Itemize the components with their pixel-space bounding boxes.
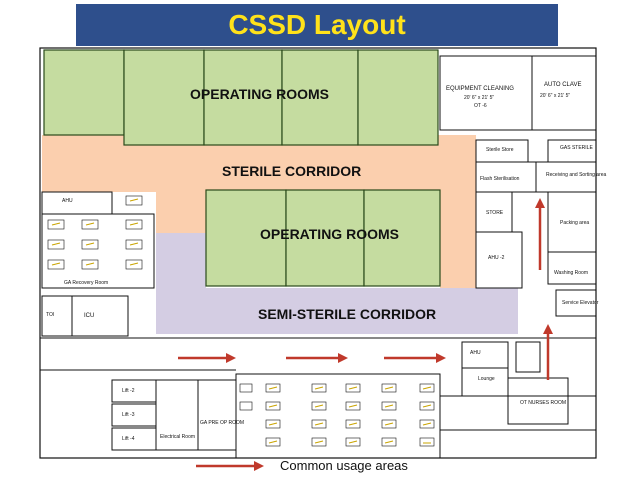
service-rooms <box>439 55 597 317</box>
ga-pre-op-box <box>197 379 237 451</box>
ot-nurses-box <box>507 377 569 425</box>
operating-room <box>285 189 365 287</box>
service-elevator-label: Service Elevator <box>562 300 599 306</box>
gas-sterile-label: GAS STERILE <box>560 145 593 151</box>
operating-room <box>43 49 125 136</box>
common-area-bed-marks <box>268 386 432 444</box>
ahu-2-label: AHU -2 <box>488 255 505 261</box>
equipment-cleaning-room <box>439 55 533 131</box>
autoclave-size: 20' 6" x 21' 5" <box>540 93 571 99</box>
electrical-room-label: Electrical Room <box>160 434 196 440</box>
lounge-box <box>461 367 509 397</box>
packing-area-label: Packing area <box>560 220 590 226</box>
flash-sterilisation-label: Flash Sterilisation <box>480 176 520 182</box>
washing-room-label: Washing Room <box>554 270 588 276</box>
operating-room <box>123 49 205 146</box>
page-title: CSSD Layout <box>228 9 406 40</box>
ot-nurses-label: OT NURSES ROOM <box>520 400 567 406</box>
equipment-cleaning-label: EQUIPMENT CLEANING <box>446 86 514 92</box>
ahu-2-room <box>475 231 523 289</box>
receiving-sorting-label: Receiving and Sorting area <box>546 172 607 178</box>
legend-common-usage-label: Common usage areas <box>280 458 408 473</box>
ga-pre-op-label: GA PRE OP ROOM <box>200 420 245 426</box>
sterile-corridor-label: STERILE CORRIDOR <box>222 163 362 179</box>
semi-sterile-corridor-label: SEMI-STERILE CORRIDOR <box>258 306 437 322</box>
lift-2-label: Lift -2 <box>122 388 135 394</box>
toi-label: TOI <box>46 312 55 318</box>
lift-4-label: Lift -4 <box>122 436 135 442</box>
equipment-cleaning-size: 20' 6" x 21' 5" <box>464 95 495 101</box>
ahu-left-room <box>41 191 113 215</box>
operating-room <box>363 189 441 287</box>
ga-recovery-room <box>41 213 155 289</box>
operating-rooms-top-label: OPERATING ROOMS <box>190 86 329 102</box>
semi-sterile-corridor-zone <box>156 233 518 334</box>
recovery-beds <box>47 195 143 270</box>
gas-sterile-room <box>547 139 597 163</box>
common-area-beds <box>239 383 435 447</box>
recovery-bed-marks <box>51 198 139 266</box>
lift-3-label: Lift -3 <box>122 412 135 418</box>
autoclave-label: AUTO CLAVE <box>544 82 582 88</box>
ga-recovery-label: GA Recovery Room <box>64 280 109 286</box>
equipment-cleaning-code: OT -6 <box>474 103 487 109</box>
icu-label: ICU <box>84 313 95 319</box>
ahu-bottom-box <box>461 341 509 369</box>
operating-room <box>357 49 439 146</box>
sterile-store-label: Sterile Store <box>486 147 514 153</box>
title-bar: CSSD Layout <box>76 4 558 46</box>
left-rooms <box>41 191 155 337</box>
autoclave-room <box>531 55 597 131</box>
operating-room <box>205 189 287 287</box>
small-room-box <box>515 341 541 373</box>
store-label: STORE <box>486 210 504 216</box>
operating-room <box>203 49 283 146</box>
operating-rooms-middle-block <box>205 189 441 287</box>
ahu-left-label: AHU <box>62 198 73 204</box>
operating-rooms-top-block <box>43 49 439 146</box>
lower-level-rooms <box>40 337 596 459</box>
service-elevator-room <box>555 289 597 317</box>
ahu-bottom-label: AHU <box>470 350 481 356</box>
common-area-box <box>235 373 441 459</box>
washing-room <box>547 251 597 285</box>
operating-rooms-middle-label: OPERATING ROOMS <box>260 226 399 242</box>
flow-arrows <box>178 198 553 471</box>
icu-room <box>71 295 129 337</box>
lounge-label: Lounge <box>478 376 495 382</box>
